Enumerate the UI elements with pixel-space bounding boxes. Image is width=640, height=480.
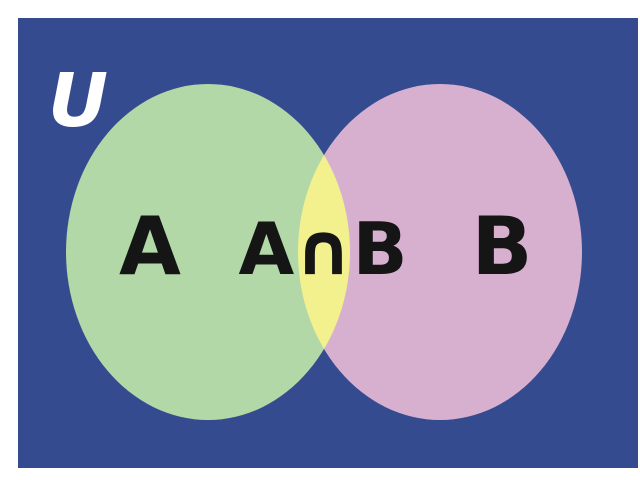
set-b-circle bbox=[298, 84, 582, 420]
set-b-label: B bbox=[472, 200, 533, 293]
set-a-circle bbox=[66, 84, 350, 420]
intersection-label: A∩B bbox=[238, 207, 407, 291]
set-a-label: A bbox=[119, 200, 181, 293]
universe-label: U bbox=[48, 58, 108, 144]
